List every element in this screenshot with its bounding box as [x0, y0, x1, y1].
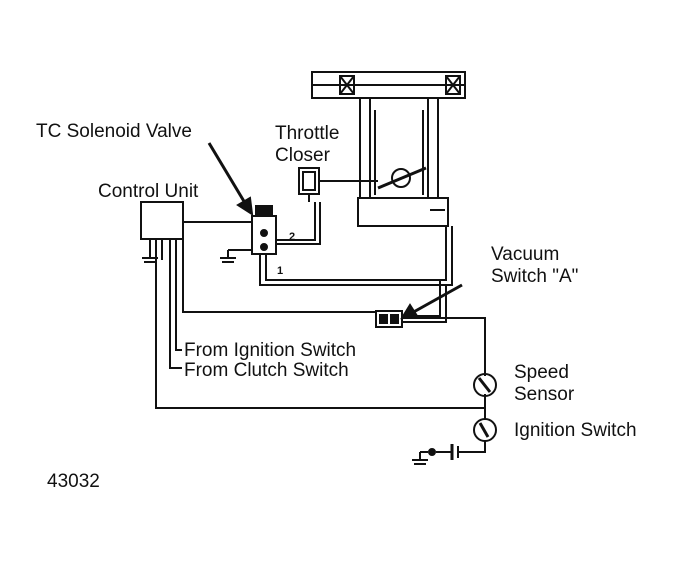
speed-sensor-label-line1: Speed	[514, 362, 569, 383]
throttle-closer-label-line1: Throttle	[275, 123, 340, 144]
throttle-closer	[298, 167, 378, 202]
speed-sensor-symbol	[473, 373, 497, 397]
throttle-valve	[377, 166, 427, 190]
vacuum-switch-label-line1: Vacuum	[491, 244, 560, 265]
speed-sensor-label-line2: Sensor	[514, 384, 575, 405]
ignition-switch-symbol	[473, 418, 497, 442]
tc-solenoid-valve-label: TC Solenoid Valve	[36, 121, 192, 142]
figure-number: 43032	[47, 471, 100, 492]
port-1-marker: 1	[277, 265, 283, 277]
vacuum-hoses	[259, 202, 453, 323]
electrical-wiring	[149, 221, 486, 453]
leader-arrows	[207, 142, 463, 320]
battery-symbol	[419, 444, 459, 460]
from-clutch-switch-label: From Clutch Switch	[184, 360, 349, 381]
vacuum-switch-label-line2: Switch "A"	[491, 266, 579, 287]
control-unit-box	[140, 201, 184, 240]
ground-symbols	[142, 257, 428, 465]
ignition-switch-label: Ignition Switch	[514, 420, 637, 441]
throttle-closer-label-line2: Closer	[275, 145, 330, 166]
tc-solenoid-valve	[251, 205, 277, 255]
from-ignition-switch-label: From Ignition Switch	[184, 340, 357, 361]
vacuum-switch	[375, 310, 403, 328]
throttle-body	[311, 71, 466, 227]
port-2-marker: 2	[289, 231, 295, 243]
control-unit-label: Control Unit	[98, 181, 199, 202]
